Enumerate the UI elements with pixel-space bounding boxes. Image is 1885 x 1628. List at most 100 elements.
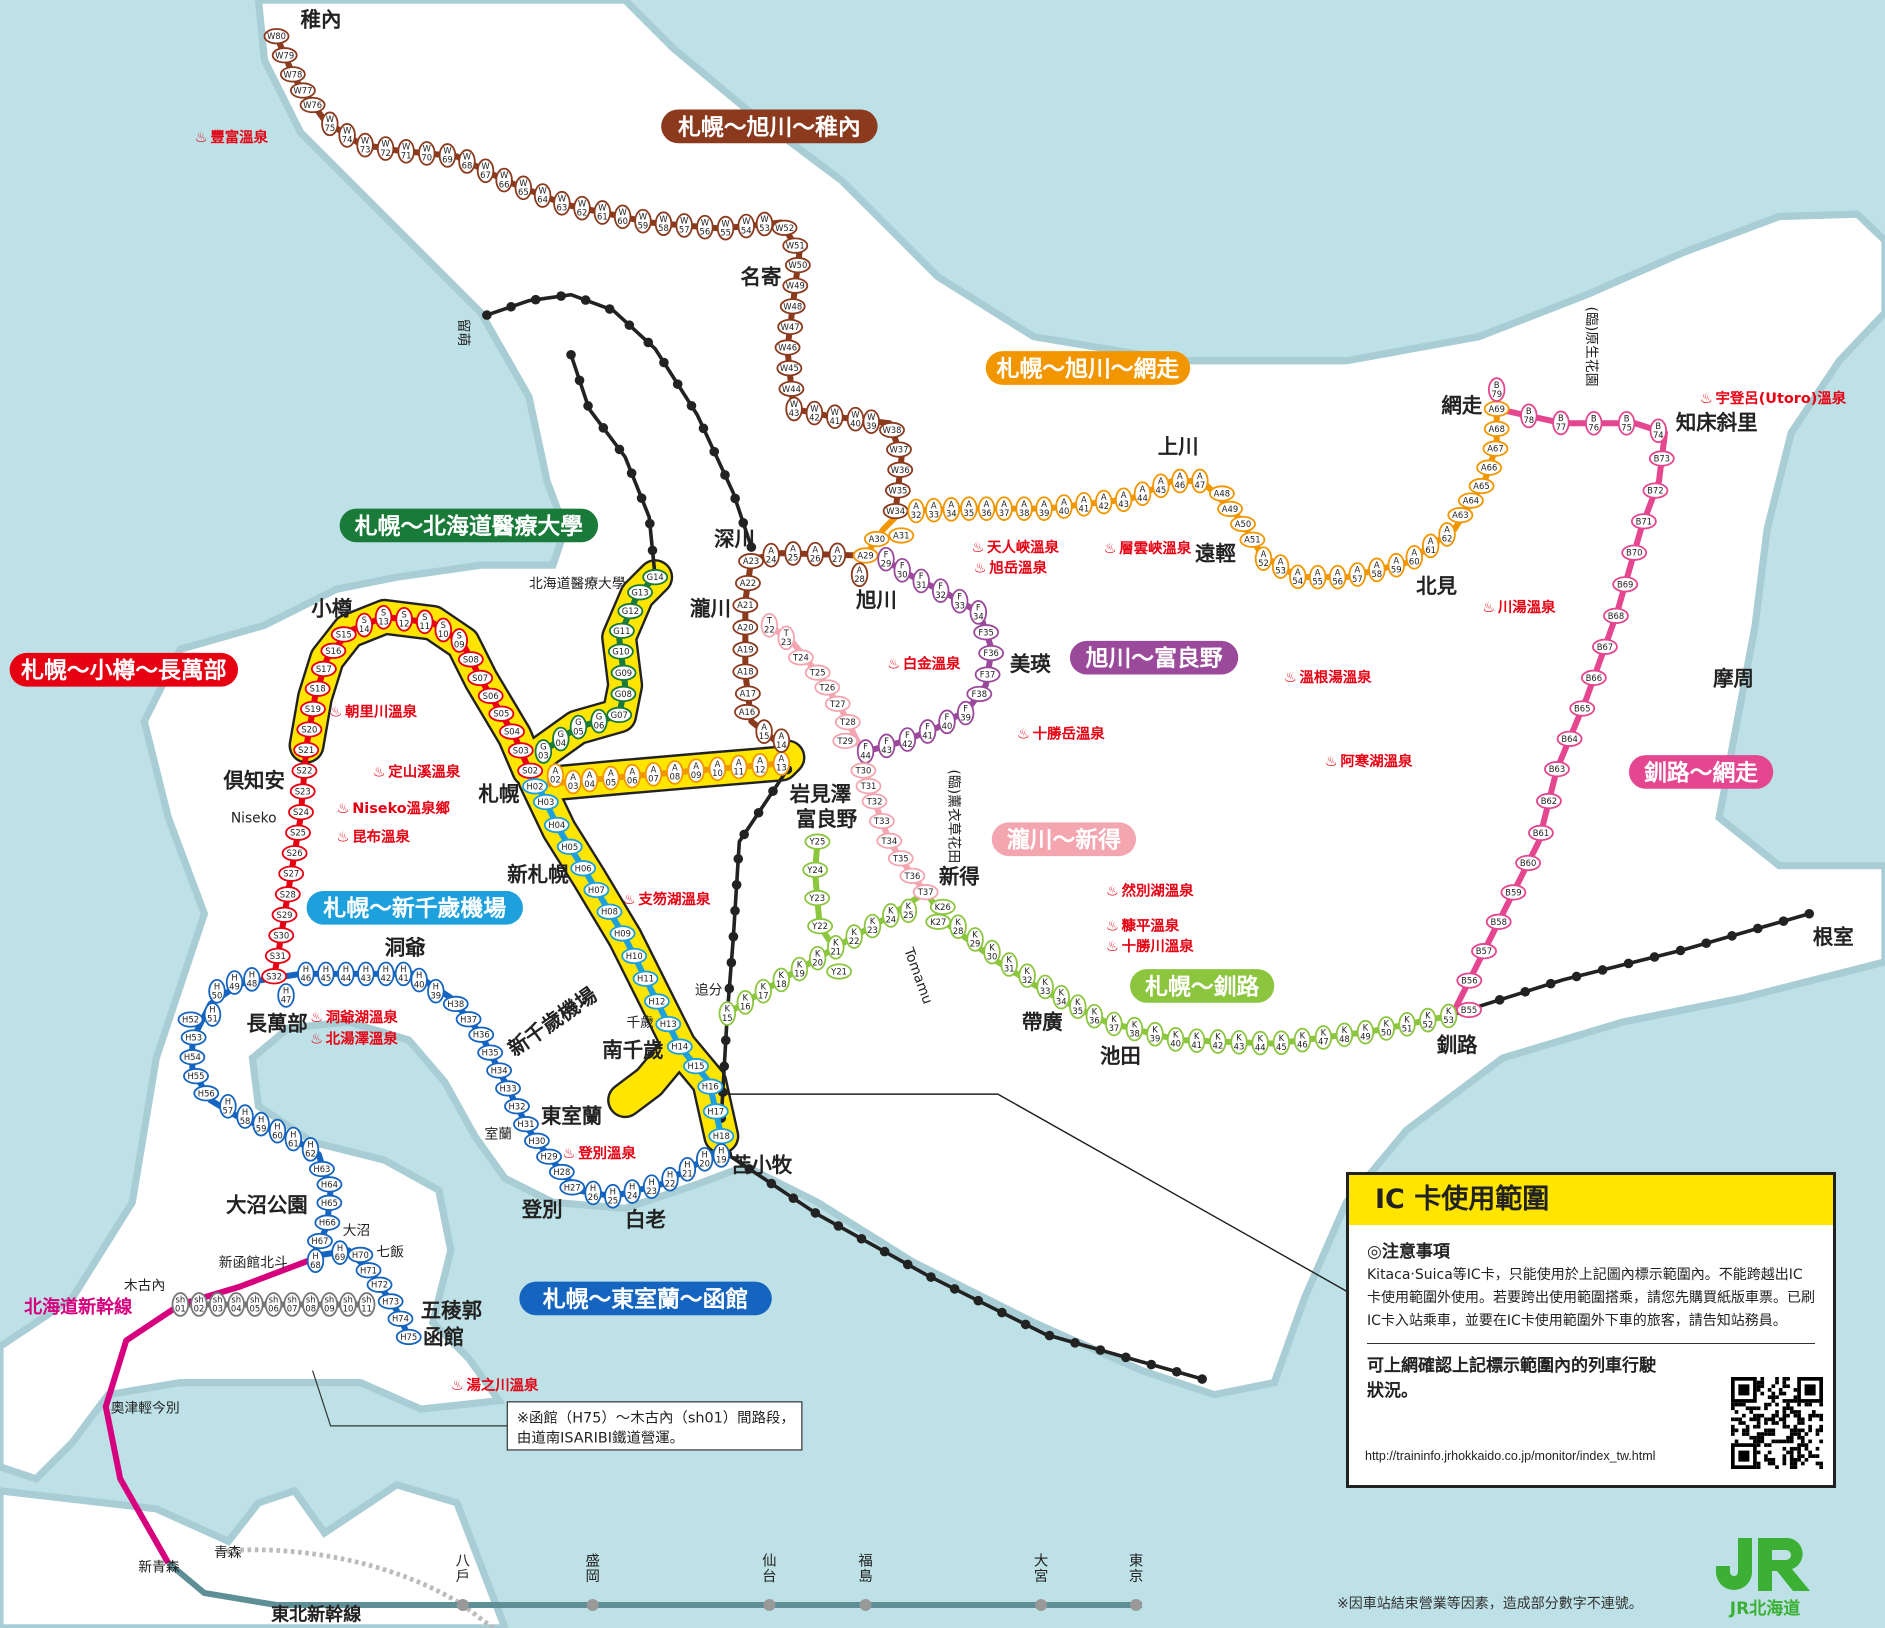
station-marker[interactable]: H63: [308, 1160, 335, 1178]
station[interactable]: 新函館北斗: [219, 1255, 288, 1271]
station-marker[interactable]: B60: [1515, 854, 1542, 872]
station-marker[interactable]: H73: [377, 1293, 404, 1310]
station-marker[interactable]: H16: [697, 1078, 724, 1095]
station-marker[interactable]: F38: [966, 685, 993, 703]
station[interactable]: 摩周: [1713, 666, 1754, 690]
station-marker[interactable]: A17: [734, 685, 761, 702]
station[interactable]: 美瑛: [1010, 652, 1051, 676]
station[interactable]: 瀧川: [690, 597, 731, 621]
station[interactable]: 岩見澤: [789, 782, 851, 806]
station-marker[interactable]: W50: [784, 257, 811, 274]
station-marker[interactable]: H72: [366, 1276, 393, 1293]
hot-spring[interactable]: ♨旭岳溫泉: [974, 558, 1048, 576]
route-label-hokkaido_shinkansen[interactable]: 北海道新幹線: [24, 1296, 132, 1318]
station-marker[interactable]: W77: [290, 82, 316, 99]
station[interactable]: 富良野: [796, 807, 858, 831]
station-marker[interactable]: S04: [499, 723, 525, 740]
station-marker[interactable]: H38: [442, 995, 469, 1013]
station-marker[interactable]: H13: [655, 1015, 682, 1033]
station-marker[interactable]: H31: [513, 1116, 539, 1133]
station-marker[interactable]: A65: [1468, 477, 1495, 495]
station-marker[interactable]: B58: [1485, 913, 1512, 930]
station-marker[interactable]: H71: [355, 1262, 382, 1279]
station-marker[interactable]: H29: [536, 1148, 562, 1165]
station-marker[interactable]: S06: [477, 687, 504, 704]
station[interactable]: 奧津輕今別: [111, 1401, 180, 1417]
station-marker[interactable]: W37: [886, 441, 912, 458]
station-marker[interactable]: B71: [1630, 513, 1657, 530]
station-marker[interactable]: G12: [617, 603, 644, 620]
station-marker[interactable]: S32: [261, 968, 288, 985]
station[interactable]: 釧路: [1437, 1033, 1478, 1057]
hot-spring[interactable]: ♨昆布溫泉: [337, 828, 411, 846]
station-marker[interactable]: B73: [1648, 450, 1675, 467]
station-marker[interactable]: S23: [289, 783, 316, 800]
hot-spring[interactable]: ♨十勝岳溫泉: [1017, 724, 1105, 742]
station-marker[interactable]: H08: [596, 903, 623, 920]
station-marker[interactable]: A22: [735, 574, 761, 592]
station[interactable]: 新青森: [138, 1559, 180, 1575]
station[interactable]: 新得: [939, 865, 980, 889]
station[interactable]: 小樽: [311, 597, 352, 621]
station-marker[interactable]: A16: [734, 703, 760, 721]
station-marker[interactable]: H54: [179, 1049, 206, 1066]
station-marker[interactable]: A69: [1483, 400, 1510, 417]
station[interactable]: 東室蘭: [541, 1104, 602, 1128]
station-marker[interactable]: Y24: [802, 861, 829, 878]
station-marker[interactable]: G13: [627, 584, 653, 601]
qr-code-icon[interactable]: [1731, 1377, 1823, 1469]
station-marker[interactable]: H55: [183, 1068, 209, 1085]
station-marker[interactable]: F35: [973, 624, 1000, 641]
station[interactable]: 旭川: [855, 588, 897, 612]
station-marker[interactable]: H74: [387, 1310, 414, 1327]
station[interactable]: 大沼公園: [226, 1193, 308, 1217]
hot-spring[interactable]: ♨阿寒湖溫泉: [1325, 752, 1413, 770]
station-marker[interactable]: A30: [863, 530, 890, 548]
tohoku-station[interactable]: 仙台: [762, 1552, 776, 1585]
route-label-senmo[interactable]: 釧路～網走: [1628, 755, 1774, 789]
station-marker[interactable]: H37: [455, 1011, 482, 1028]
station[interactable]: 室蘭: [484, 1126, 512, 1143]
station-marker[interactable]: W44: [778, 380, 805, 397]
station-marker[interactable]: S31: [264, 947, 291, 964]
station-marker[interactable]: A48: [1208, 485, 1235, 502]
